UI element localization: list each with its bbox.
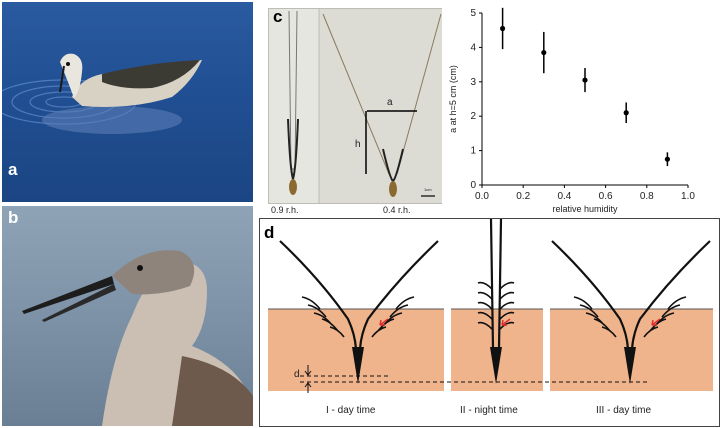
awn-stage-3: [551, 240, 711, 384]
y-tick-label: 2: [470, 111, 476, 122]
caption-04-rh: 0.4 r.h.: [383, 205, 411, 215]
burial-diagram-svg: [268, 219, 713, 393]
x-tick-label: 1.0: [681, 191, 695, 202]
panel-label-c: c: [273, 8, 283, 26]
awn-stage-2: [477, 219, 515, 384]
humidity-chart: 0.0 0.2 0.4 0.6 0.8 1.0 0 1 2 3 4 5 relative humidit…: [442, 5, 698, 215]
depth-markers: [300, 365, 650, 393]
x-tick-label: 0.4: [557, 191, 571, 202]
x-tick-label: 0.2: [516, 191, 530, 202]
dimension-h-label: h: [355, 139, 361, 150]
caption-09-rh: 0.9 r.h.: [271, 205, 299, 215]
panel-label-d: d: [264, 223, 275, 242]
burial-diagram: d d I - day time II - night time III - d…: [259, 218, 720, 427]
stage-1-label: I - day time: [326, 405, 376, 416]
photo-b: b: [2, 206, 253, 426]
red-arrows: [379, 318, 661, 326]
data-point-5: [664, 156, 670, 162]
x-axis-title: relative humidity: [552, 204, 618, 214]
x-tick-label: 0.8: [640, 191, 654, 202]
y-tick-label: 0: [470, 180, 476, 191]
humidity-chart-svg: 0.0 0.2 0.4 0.6 0.8 1.0 0 1 2 3 4 5 relative humidit…: [448, 7, 695, 214]
dimension-a-label: a: [387, 97, 393, 108]
y-axis-title: a at h=5 cm (cm): [448, 65, 458, 133]
photo-a: a: [2, 2, 253, 202]
y-tick-label: 3: [470, 77, 476, 88]
data-point-4: [623, 110, 629, 116]
stage-3-label: III - day time: [596, 405, 652, 416]
phalarope-head-illustration: [22, 250, 253, 426]
y-tick-label: 5: [470, 8, 476, 19]
phalarope-swimming-illustration: [2, 53, 202, 134]
depth-label: d: [294, 369, 300, 380]
stage-2-label: II - night time: [460, 405, 518, 416]
panel-label-b: b: [8, 208, 19, 227]
y-tick-label: 4: [470, 42, 476, 53]
scale-bar-label: 1cm: [424, 187, 432, 192]
x-tick-label: 0.6: [599, 191, 613, 202]
awn-photo: a h 1cm c: [268, 8, 444, 204]
panel-label-a: a: [8, 160, 18, 179]
y-tick-label: 1: [470, 146, 476, 157]
data-point-1: [500, 25, 506, 32]
awn-photo-drawing: [269, 9, 442, 203]
x-tick-label: 0.0: [475, 191, 489, 202]
data-point-3: [582, 77, 588, 83]
data-point-2: [541, 49, 547, 56]
awn-stage-1: [279, 240, 439, 384]
